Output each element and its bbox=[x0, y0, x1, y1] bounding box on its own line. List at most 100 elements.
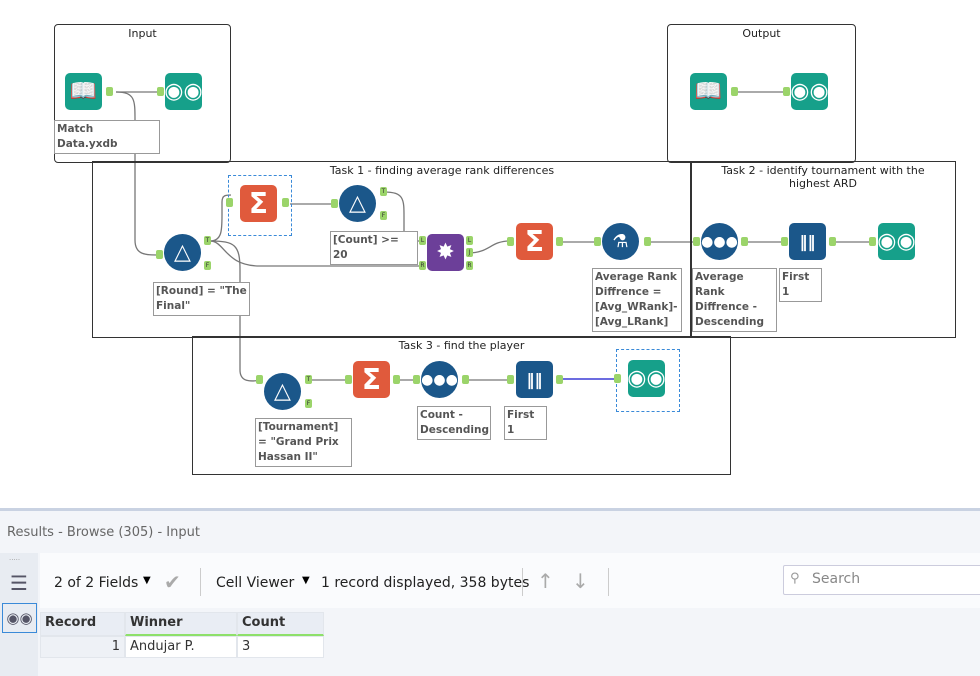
binoculars-icon[interactable]: ◉◉ bbox=[2, 603, 37, 633]
browse-tool-binoculars-icon[interactable]: ◉◉ bbox=[164, 73, 203, 110]
workflow-connections bbox=[115, 91, 872, 382]
connection bbox=[115, 91, 161, 256]
join-join-output-anchor[interactable]: J bbox=[466, 248, 473, 257]
join-right-output-anchor[interactable]: R bbox=[466, 261, 473, 270]
filter-false-anchor[interactable]: F bbox=[204, 261, 211, 270]
divider bbox=[608, 568, 609, 596]
tool-annotation: [Count] >= 20 bbox=[330, 231, 418, 265]
output-anchor[interactable] bbox=[731, 87, 738, 96]
input-anchor[interactable] bbox=[156, 250, 163, 259]
input-anchor[interactable] bbox=[781, 237, 788, 246]
list-view-icon[interactable]: ☰ bbox=[10, 571, 28, 595]
tool-annotation: [Tournament] = "Grand Prix Hassan II" bbox=[255, 418, 352, 467]
filter-false-anchor[interactable]: F bbox=[305, 399, 312, 408]
input-anchor[interactable] bbox=[693, 237, 700, 246]
browse-tool-binoculars-icon[interactable]: ◉◉ bbox=[627, 360, 666, 397]
container-title: Task 3 - find the player bbox=[398, 339, 525, 352]
tool-annotation: Match Data.yxdb bbox=[54, 120, 160, 154]
input-anchor[interactable] bbox=[594, 237, 601, 246]
output-anchor[interactable] bbox=[462, 375, 469, 384]
table-cell-winner[interactable]: Andujar P. bbox=[125, 636, 237, 658]
container-task3[interactable]: Task 3 - find the player bbox=[192, 336, 731, 475]
divider bbox=[200, 568, 201, 596]
container-task2[interactable]: Task 2 - identify tournament with the hi… bbox=[690, 161, 956, 338]
summarize-tool-sigma-icon[interactable]: Σ bbox=[240, 185, 277, 222]
summarize-tool-sigma-icon[interactable]: Σ bbox=[516, 223, 553, 260]
tool-annotation: Count - Descending bbox=[417, 406, 491, 440]
tool-annotation: Average Rank Diffrence = [Avg_WRank]-[Av… bbox=[592, 268, 682, 332]
cell-viewer-dropdown[interactable]: Cell Viewer bbox=[216, 575, 295, 591]
output-anchor[interactable] bbox=[106, 87, 113, 96]
browse-tool-binoculars-icon[interactable]: ◉◉ bbox=[877, 223, 916, 260]
output-anchor[interactable] bbox=[829, 237, 836, 246]
input-anchor[interactable] bbox=[413, 375, 420, 384]
input-anchor[interactable] bbox=[345, 375, 352, 384]
input-anchor[interactable] bbox=[783, 87, 790, 96]
filter-true-anchor[interactable]: T bbox=[305, 375, 312, 384]
column-header-winner[interactable]: Winner bbox=[125, 612, 237, 636]
filter-false-anchor[interactable]: F bbox=[380, 211, 387, 220]
arrow-up-icon[interactable]: ↑ bbox=[537, 569, 554, 593]
input-anchor[interactable] bbox=[507, 375, 514, 384]
chevron-down-icon[interactable]: ▼ bbox=[302, 575, 310, 586]
join-left-anchor[interactable]: L bbox=[419, 236, 426, 245]
filter-true-anchor[interactable]: T bbox=[204, 236, 211, 245]
filter-true-anchor[interactable]: T bbox=[380, 187, 387, 196]
output-anchor[interactable] bbox=[644, 237, 651, 246]
input-anchor[interactable] bbox=[226, 198, 233, 207]
browse-tool-binoculars-icon[interactable]: ◉◉ bbox=[790, 73, 829, 110]
tool-annotation: Average Rank Diffrence - Descending bbox=[692, 268, 777, 332]
column-header-count[interactable]: Count bbox=[237, 612, 324, 636]
fields-dropdown[interactable]: 2 of 2 Fields bbox=[54, 575, 139, 591]
sample-tool-test-tubes-icon[interactable]: ‖‖ bbox=[516, 361, 553, 398]
input-anchor[interactable] bbox=[614, 374, 621, 383]
container-title: Output bbox=[742, 27, 781, 40]
column-header-record[interactable]: Record bbox=[40, 612, 125, 636]
search-input[interactable]: ⚲ Search bbox=[783, 565, 980, 595]
input-anchor[interactable] bbox=[331, 199, 338, 208]
table-cell-record[interactable]: 1 bbox=[40, 636, 125, 658]
join-right-anchor[interactable]: R bbox=[419, 261, 426, 270]
output-anchor[interactable] bbox=[556, 237, 563, 246]
input-anchor[interactable] bbox=[869, 237, 876, 246]
container-title: Input bbox=[128, 27, 157, 40]
apply-check-icon[interactable]: ✔ bbox=[164, 570, 181, 594]
input-anchor[interactable] bbox=[256, 375, 263, 384]
container-input[interactable]: Input bbox=[54, 24, 231, 163]
input-anchor[interactable] bbox=[507, 237, 514, 246]
container-title: Task 1 - finding average rank difference… bbox=[329, 164, 555, 177]
search-placeholder: Search bbox=[812, 571, 861, 587]
container-output[interactable]: Output bbox=[667, 24, 856, 163]
output-anchor[interactable] bbox=[741, 237, 748, 246]
tool-annotation: [Round] = "The Final" bbox=[153, 282, 250, 316]
output-anchor[interactable] bbox=[556, 375, 563, 384]
results-panel: Results - Browse (305) - Input ····· ☰ ◉… bbox=[0, 508, 980, 676]
record-status: 1 record displayed, 358 bytes bbox=[321, 575, 530, 591]
input-anchor[interactable] bbox=[157, 87, 164, 96]
search-icon: ⚲ bbox=[790, 571, 800, 586]
chevron-down-icon[interactable]: ▼ bbox=[143, 575, 151, 586]
join-tool-icon[interactable]: ✸ bbox=[427, 234, 464, 271]
connection bbox=[209, 240, 420, 267]
filter-tool-icon[interactable]: △ bbox=[264, 373, 301, 410]
results-title: Results - Browse (305) - Input bbox=[7, 525, 200, 540]
sort-tool-icon[interactable]: ●●● bbox=[421, 361, 458, 398]
output-anchor[interactable] bbox=[282, 198, 289, 207]
table-cell-count[interactable]: 3 bbox=[237, 636, 324, 658]
output-data-tool-book-icon[interactable]: 📖 bbox=[690, 73, 727, 110]
filter-tool-icon[interactable]: △ bbox=[164, 234, 201, 271]
drag-handle-icon[interactable]: ····· bbox=[9, 556, 21, 564]
container-task1[interactable]: Task 1 - finding average rank difference… bbox=[92, 161, 692, 338]
arrow-down-icon[interactable]: ↓ bbox=[572, 569, 589, 593]
output-anchor[interactable] bbox=[393, 375, 400, 384]
divider bbox=[522, 568, 523, 596]
results-toolbar: 2 of 2 Fields ▼ ✔ Cell Viewer ▼ 1 record… bbox=[40, 553, 980, 608]
filter-tool-icon[interactable]: △ bbox=[339, 185, 376, 222]
formula-tool-flask-icon[interactable]: ⚗ bbox=[602, 223, 639, 260]
summarize-tool-sigma-icon[interactable]: Σ bbox=[353, 361, 390, 398]
container-title: Task 2 - identify tournament with the hi… bbox=[721, 164, 925, 190]
join-left-output-anchor[interactable]: L bbox=[466, 236, 473, 245]
sample-tool-test-tubes-icon[interactable]: ‖‖ bbox=[789, 223, 826, 260]
sort-tool-icon[interactable]: ●●● bbox=[701, 223, 738, 260]
input-data-tool-book-icon[interactable]: 📖 bbox=[65, 73, 102, 110]
